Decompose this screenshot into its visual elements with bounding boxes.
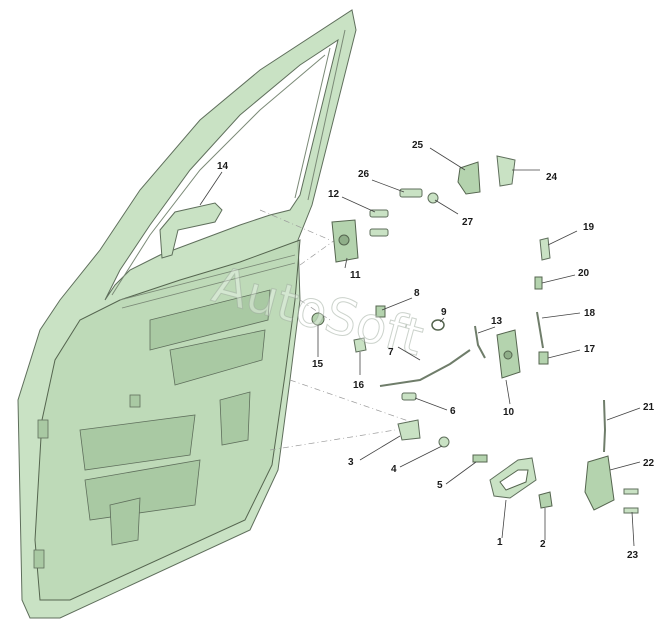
- callout-10: 10: [503, 407, 515, 418]
- callout-2: 2: [540, 539, 546, 550]
- part-18-rod: [536, 311, 544, 349]
- callout-23: 23: [627, 550, 639, 561]
- callout-4: 4: [391, 464, 397, 475]
- part-23-screws: [623, 488, 639, 514]
- part-4-washer: [438, 436, 450, 448]
- part-21-rod: [603, 399, 607, 453]
- callout-labels: 14 11 12 26 27 25 24 8 15 16 9 7 13 10 1…: [217, 140, 655, 561]
- part-11-bracket: [331, 219, 359, 263]
- part-3-inner-handle: [397, 419, 421, 441]
- part-25-striker: [457, 161, 481, 195]
- part-19-clip: [539, 237, 551, 261]
- callout-7: 7: [388, 347, 394, 358]
- part-14-outside-handle: [159, 202, 223, 259]
- part-5-screw: [472, 454, 488, 463]
- callout-11: 11: [350, 270, 361, 281]
- part-13-rod: [474, 325, 486, 359]
- part-26-bolt: [399, 188, 423, 198]
- callout-15: 15: [312, 359, 324, 370]
- assembly-lines: [259, 209, 421, 451]
- part-1-handle-bezel: [489, 457, 537, 499]
- part-2-cap: [538, 491, 553, 509]
- callout-12: 12: [328, 189, 340, 200]
- door-panel: [17, 9, 357, 619]
- callout-14: 14: [217, 161, 229, 172]
- callout-18: 18: [584, 308, 596, 319]
- part-8-clip: [375, 305, 386, 318]
- part-16-grommet: [353, 337, 367, 353]
- part-22-actuator: [584, 455, 615, 511]
- callout-3: 3: [348, 457, 354, 468]
- leader-lines: [199, 147, 641, 547]
- callout-20: 20: [578, 268, 590, 279]
- part-12-bolts: [369, 209, 389, 237]
- callout-16: 16: [353, 380, 365, 391]
- callout-9: 9: [441, 307, 447, 318]
- callout-19: 19: [583, 222, 595, 233]
- part-17-clip: [538, 351, 549, 365]
- callout-8: 8: [414, 288, 420, 299]
- part-9-ring: [431, 319, 445, 331]
- callout-22: 22: [643, 458, 655, 469]
- part-6-trim: [401, 392, 417, 401]
- callout-21: 21: [643, 402, 655, 413]
- callout-1: 1: [497, 537, 503, 548]
- part-27-nut: [427, 192, 439, 204]
- part-20-clip: [534, 276, 543, 290]
- callout-25: 25: [412, 140, 424, 151]
- callout-17: 17: [584, 344, 596, 355]
- part-7-rod: [379, 349, 471, 387]
- callout-5: 5: [437, 480, 443, 491]
- callout-6: 6: [450, 406, 456, 417]
- callout-13: 13: [491, 316, 503, 327]
- callout-24: 24: [546, 172, 558, 183]
- part-24-bracket: [496, 155, 516, 187]
- part-10-lock: [496, 329, 521, 379]
- callout-27: 27: [462, 217, 474, 228]
- callout-26: 26: [358, 169, 370, 180]
